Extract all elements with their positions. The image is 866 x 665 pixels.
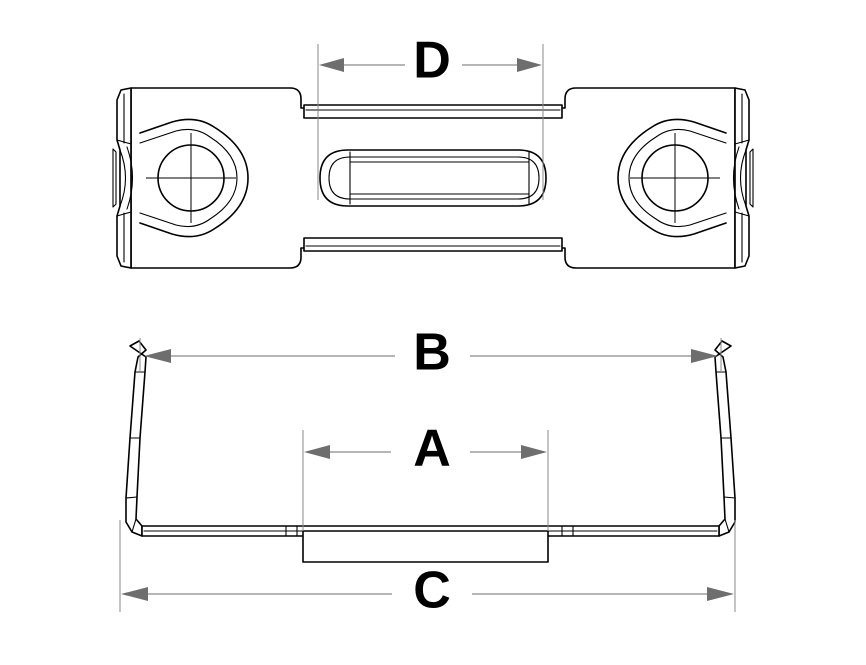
dim-c-arrow-right xyxy=(707,587,734,601)
lower-rib xyxy=(303,237,563,252)
dimension-label-a: A xyxy=(413,420,451,478)
dim-a-arrow-left xyxy=(304,445,330,459)
base-pad xyxy=(302,530,549,563)
dim-b-arrow-right xyxy=(691,349,718,363)
front-view: B A C xyxy=(119,324,736,620)
bolt-centerline-left xyxy=(146,133,236,223)
dim-d-arrow-right xyxy=(517,58,542,72)
dim-a-arrow-right xyxy=(521,445,547,459)
dim-d-arrow-left xyxy=(319,58,344,72)
bolt-boss-right xyxy=(617,118,727,238)
left-side-wall xyxy=(125,340,147,537)
dim-c-arrow-left xyxy=(121,587,148,601)
bolt-centerline-right xyxy=(630,133,720,223)
dimension-c: C xyxy=(119,520,736,620)
right-end-clip-detail xyxy=(733,87,754,269)
dimension-b: B xyxy=(139,324,722,382)
bolt-boss-left xyxy=(139,118,249,238)
center-slot xyxy=(319,149,547,207)
dimension-label-c: C xyxy=(413,562,451,620)
upper-rib xyxy=(303,104,563,119)
top-view: D xyxy=(112,32,754,269)
dimension-d: D xyxy=(317,32,544,200)
right-side-wall xyxy=(714,340,736,537)
left-end-clip-detail xyxy=(112,87,133,269)
dimension-label-d: D xyxy=(413,32,451,90)
dimension-a: A xyxy=(302,420,549,531)
dimension-label-b: B xyxy=(413,324,451,382)
dim-b-arrow-left xyxy=(144,349,171,363)
